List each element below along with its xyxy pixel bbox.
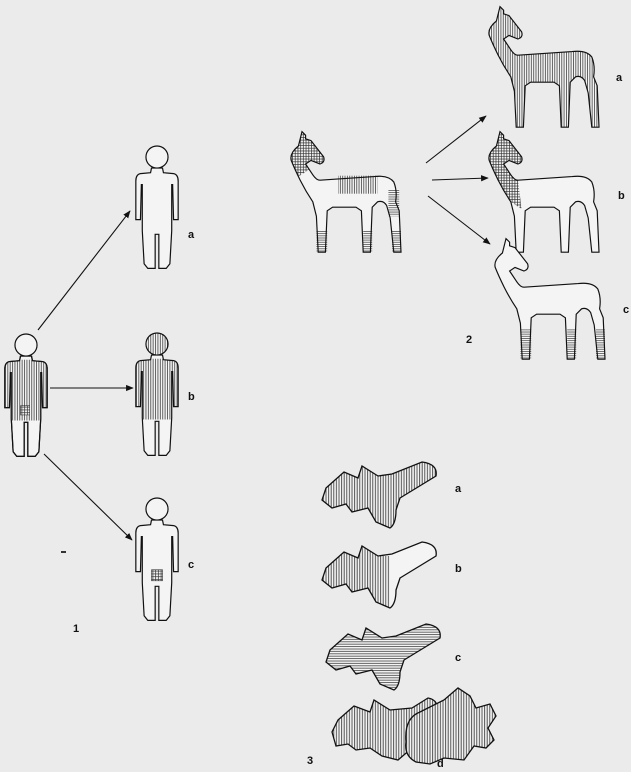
human-label-a: a: [188, 229, 195, 241]
figure-number-1: 1: [73, 623, 79, 635]
figure-number-3: 3: [307, 755, 313, 767]
human-label-c: c: [188, 559, 194, 571]
stray-mark: [61, 551, 66, 553]
figure-number-2: 2: [466, 334, 472, 346]
human-label-b: b: [188, 391, 195, 403]
horse-label-b: b: [618, 190, 625, 202]
horse-label-c: c: [623, 304, 629, 316]
shape-label-c: c: [455, 652, 461, 664]
horse-label-a: a: [616, 72, 623, 84]
shape-label-a: a: [455, 483, 462, 495]
shape-label-b: b: [455, 563, 462, 575]
shape-label-d: d: [437, 758, 444, 770]
